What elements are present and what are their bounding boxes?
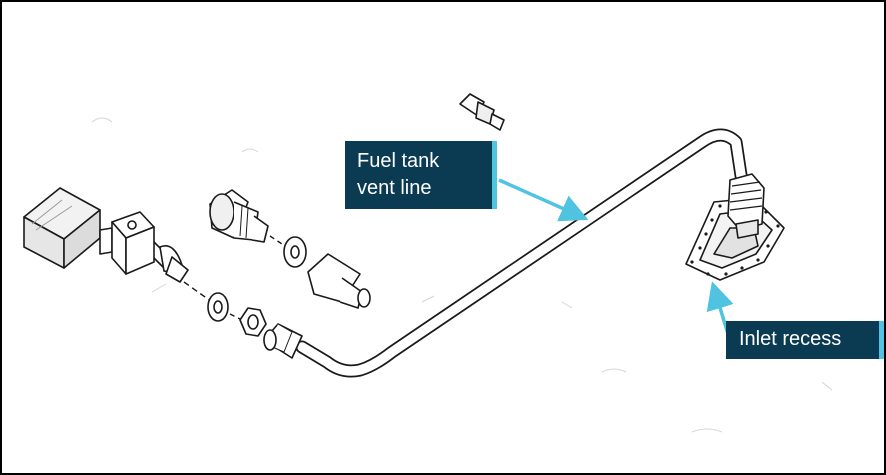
- washer-upper: [283, 236, 307, 268]
- leader-arrow-inlet-recess: [706, 281, 734, 335]
- alignment-dashline-left: [183, 281, 213, 303]
- alignment-dashline-upper: [269, 235, 283, 245]
- inlet-fitting: [727, 173, 765, 239]
- callout-accent-bar: [492, 141, 497, 209]
- small-fitting: [459, 93, 505, 131]
- connector-block: [99, 211, 189, 283]
- callout-inlet-recess: Inlet recess: [726, 321, 884, 359]
- background-sketch-marks: [91, 117, 833, 433]
- hex-nut: [239, 307, 267, 337]
- callout-vent-line: Fuel tank vent line: [345, 141, 497, 209]
- leader-arrow-vent-line: [498, 178, 589, 222]
- callout-accent-bar: [879, 321, 884, 359]
- adapter-fitting: [209, 189, 269, 243]
- recess-bolt-holes: [690, 200, 780, 276]
- alignment-dashline-mid: [229, 313, 247, 323]
- tube-end-fitting: [263, 323, 303, 359]
- callout-vent-line-text: Fuel tank vent line: [357, 150, 440, 199]
- callout-inlet-recess-text: Inlet recess: [739, 328, 842, 350]
- union-fitting: [307, 253, 371, 309]
- vent-line-tube: [295, 128, 749, 378]
- washer-lower: [207, 292, 229, 322]
- sensor-housing: [23, 187, 101, 269]
